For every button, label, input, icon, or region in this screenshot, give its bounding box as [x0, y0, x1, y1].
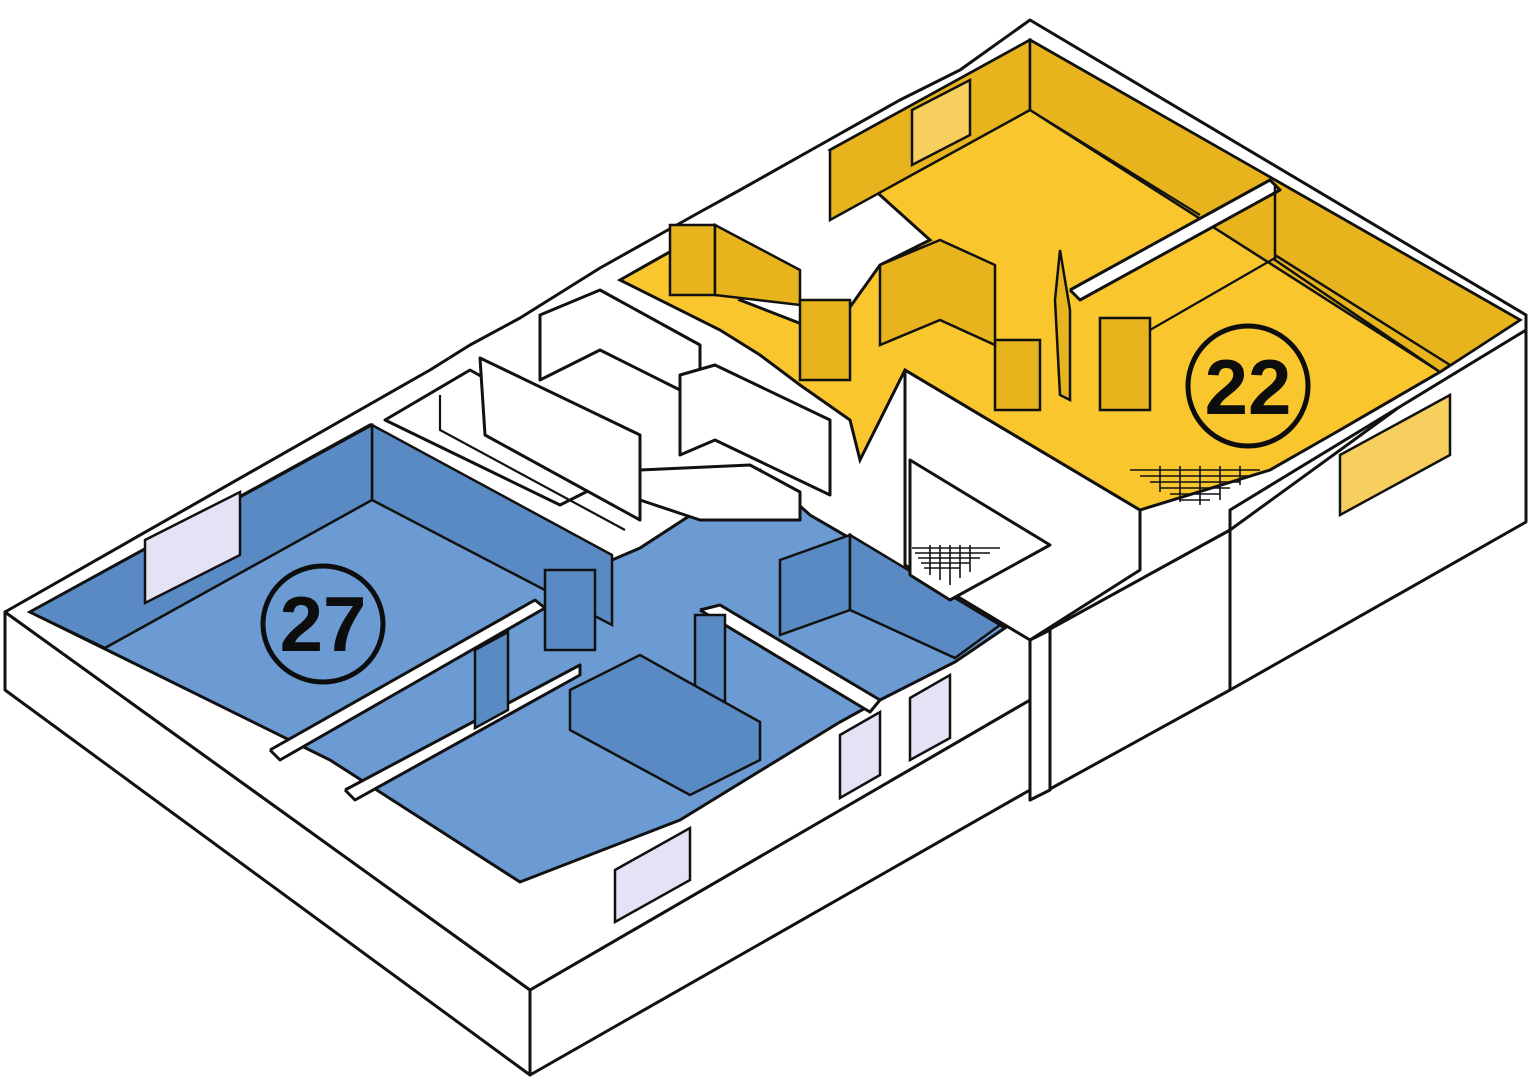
unit-22-door-leaf: [798, 298, 852, 382]
common-rooms: [383, 288, 832, 531]
stairwell-pillar: [1028, 628, 1052, 802]
unit-22-door-leaf: [1098, 316, 1152, 412]
unit-22-room-wall: [1273, 185, 1453, 374]
window-icon: [838, 709, 882, 801]
window-icon: [908, 672, 952, 763]
unit-22-badge: 22: [1185, 323, 1311, 449]
unit-27-zone: 27: [26, 422, 1008, 884]
unit-27-badge: 27: [260, 563, 386, 685]
window-icon: [613, 825, 692, 925]
unit-27-label: 27: [280, 580, 367, 668]
unit-27-partition-3: [699, 603, 882, 714]
unit-22-zone: 22: [616, 37, 1523, 512]
badge-circle: [260, 563, 386, 685]
unit-27-door-leaf: [473, 629, 510, 731]
white-room-wall: [478, 356, 642, 522]
central-stairwell: [903, 368, 1142, 802]
unit-22-door-leaf: [993, 338, 1042, 412]
white-room-3: [678, 363, 832, 497]
window-icon: [910, 77, 972, 168]
stairs-icon: [912, 545, 1000, 585]
floor-edge: [1029, 109, 1201, 216]
unit-27-kitchen: [568, 653, 762, 797]
white-room-edge: [438, 395, 626, 531]
stairwell-inner: [908, 458, 1052, 602]
unit-22-hall: [878, 238, 997, 347]
unit-22-bath-wall: [668, 223, 717, 297]
unit-27-door-leaf: [543, 568, 597, 652]
floor-edge: [104, 499, 373, 649]
windows: [143, 77, 1452, 925]
window-icon: [143, 489, 242, 606]
rear-stairs-icon: [1130, 466, 1260, 505]
floor-edge: [1149, 257, 1276, 331]
unit-22-partition: [1068, 178, 1282, 302]
unit-22-label: 22: [1205, 343, 1292, 431]
badge-circle: [1185, 323, 1311, 449]
unit-22-door-leaf: [1053, 249, 1072, 403]
white-corridor: [638, 463, 802, 522]
window-icon: [1338, 392, 1452, 518]
